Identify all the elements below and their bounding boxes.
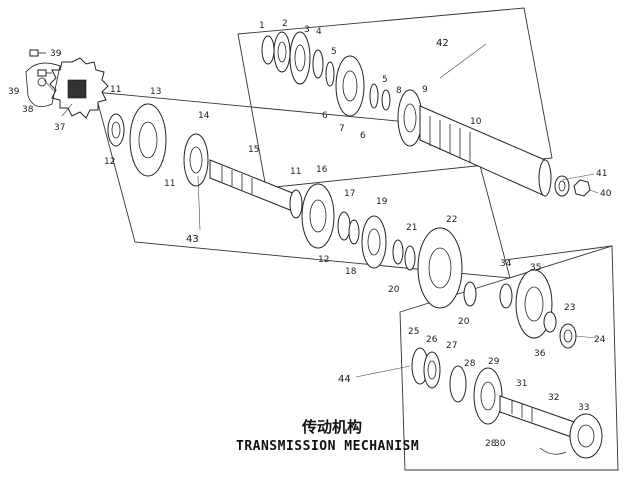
part-label: 20 xyxy=(388,285,400,295)
part-label: 8 xyxy=(396,86,402,96)
part-label: 1 xyxy=(259,21,265,31)
part-label: 29 xyxy=(488,357,500,367)
group-43-parts xyxy=(107,103,477,309)
part-label: 22 xyxy=(446,215,457,225)
group-42-frame xyxy=(237,7,553,189)
bolt-39-left xyxy=(37,69,52,77)
bolt-39-top xyxy=(29,49,46,57)
part-label: 6 xyxy=(322,111,328,121)
part-label: 19 xyxy=(376,197,388,207)
part-label: 6 xyxy=(360,131,366,141)
part-label: 7 xyxy=(339,124,345,134)
part-label: 41 xyxy=(596,169,607,179)
part-label: 28 xyxy=(485,439,497,449)
part-label: 28 xyxy=(464,359,476,369)
nut-washer-40-41 xyxy=(554,175,591,197)
part-label: 30 xyxy=(494,439,506,449)
part-label: 37 xyxy=(54,123,65,133)
part-label: 27 xyxy=(446,341,457,351)
part-label: 35 xyxy=(530,263,541,273)
part-label: 11 xyxy=(290,167,301,177)
part-label: 17 xyxy=(344,189,355,199)
part-label: 3 xyxy=(304,25,310,35)
title-chinese: 传动机构 xyxy=(301,418,362,436)
leader-lines xyxy=(43,43,599,378)
part-label: 39 xyxy=(8,87,20,97)
part-label: 11 xyxy=(164,179,175,189)
sprocket-37 xyxy=(49,57,109,119)
part-label: 15 xyxy=(248,145,259,155)
part-label: 26 xyxy=(426,335,438,345)
part-label: 40 xyxy=(600,189,612,199)
part-label: 12 xyxy=(318,255,329,265)
part-label: 20 xyxy=(458,317,470,327)
part-label: 21 xyxy=(406,223,417,233)
part-label: 23 xyxy=(564,303,575,313)
part-label: 9 xyxy=(422,85,428,95)
part-label: 16 xyxy=(316,165,328,175)
part-label: 10 xyxy=(470,117,482,127)
part-labels: 1 2 3 4 5 5 6 6 7 8 9 10 11 11 11 12 12 … xyxy=(8,19,612,449)
part-label: 24 xyxy=(594,335,606,345)
part-label: 38 xyxy=(22,105,34,115)
group-44-frame xyxy=(399,245,619,471)
title-english: TRANSMISSION MECHANISM xyxy=(236,439,419,454)
group-label-44: 44 xyxy=(338,374,351,385)
part-label: 25 xyxy=(408,327,419,337)
part-label: 33 xyxy=(578,403,589,413)
part-label: 34 xyxy=(500,259,512,269)
part-label: 13 xyxy=(150,87,161,97)
group-label-42: 42 xyxy=(436,38,449,49)
part-label: 36 xyxy=(534,349,546,359)
part-label: 12 xyxy=(104,157,115,167)
group-label-43: 43 xyxy=(186,234,199,245)
part-label: 14 xyxy=(198,111,210,121)
part-label: 2 xyxy=(282,19,288,29)
part-label: 18 xyxy=(345,267,357,277)
part-label: 4 xyxy=(316,27,322,37)
part-label: 32 xyxy=(548,393,559,403)
group-42-parts xyxy=(261,31,552,197)
part-label: 39 xyxy=(50,49,62,59)
part-label: 5 xyxy=(382,75,388,85)
part-label: 11 xyxy=(110,85,121,95)
part-label: 31 xyxy=(516,379,527,389)
part-label: 5 xyxy=(331,47,337,57)
group-44-parts xyxy=(411,269,603,459)
